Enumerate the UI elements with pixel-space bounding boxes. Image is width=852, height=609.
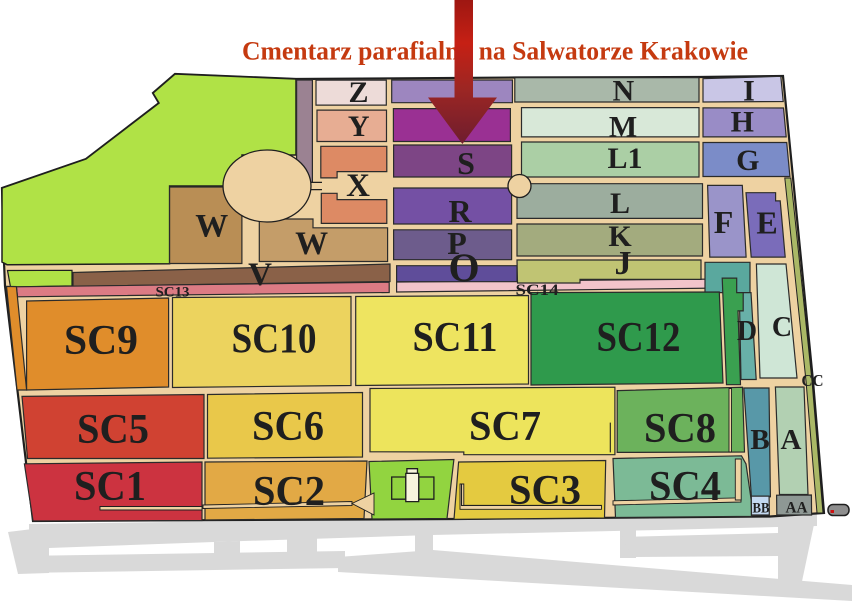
- svg-text:Y: Y: [348, 110, 370, 143]
- svg-text:D: D: [737, 316, 757, 347]
- svg-text:SC7: SC7: [469, 404, 541, 450]
- svg-text:SC10: SC10: [232, 316, 317, 362]
- svg-text:SC14: SC14: [516, 282, 559, 299]
- svg-text:SC4: SC4: [649, 464, 721, 510]
- svg-text:K: K: [608, 220, 632, 253]
- svg-text:SC8: SC8: [644, 406, 716, 452]
- svg-text:L1: L1: [607, 142, 642, 175]
- svg-text:CC: CC: [802, 371, 824, 390]
- svg-text:SC12: SC12: [597, 315, 681, 361]
- svg-text:B: B: [750, 424, 769, 456]
- svg-text:N: N: [612, 74, 634, 107]
- svg-text:V: V: [248, 257, 272, 293]
- svg-text:SC6: SC6: [252, 404, 324, 450]
- svg-text:AA: AA: [786, 500, 808, 517]
- svg-text:F: F: [714, 204, 734, 240]
- svg-text:SC3: SC3: [509, 468, 581, 514]
- svg-text:M: M: [609, 111, 637, 144]
- svg-text:I: I: [743, 75, 755, 108]
- svg-text:C: C: [772, 312, 792, 343]
- svg-text:R: R: [448, 193, 472, 229]
- svg-text:E: E: [756, 205, 777, 241]
- svg-text:SC13: SC13: [156, 285, 190, 301]
- svg-text:L: L: [610, 187, 630, 220]
- svg-text:SC2: SC2: [253, 469, 325, 515]
- svg-text:O: O: [448, 245, 479, 290]
- svg-text:Z: Z: [348, 76, 368, 109]
- svg-text:J: J: [615, 245, 632, 282]
- svg-text:H: H: [731, 105, 754, 138]
- svg-text:SC1: SC1: [74, 464, 146, 510]
- svg-text:S: S: [457, 145, 475, 181]
- svg-text:SC5: SC5: [77, 407, 149, 453]
- svg-text:W: W: [195, 209, 228, 245]
- svg-text:SC11: SC11: [413, 315, 498, 361]
- svg-text:W: W: [295, 226, 328, 262]
- svg-text:P: P: [447, 225, 467, 261]
- svg-text:SC9: SC9: [64, 318, 138, 364]
- svg-text:X: X: [346, 168, 370, 204]
- svg-text:A: A: [781, 424, 802, 456]
- svg-text:G: G: [736, 144, 759, 177]
- svg-text:BB: BB: [753, 501, 770, 517]
- svg-text:Cmentarz parafialny na Salwato: Cmentarz parafialny na Salwatorze Krakow…: [242, 37, 748, 66]
